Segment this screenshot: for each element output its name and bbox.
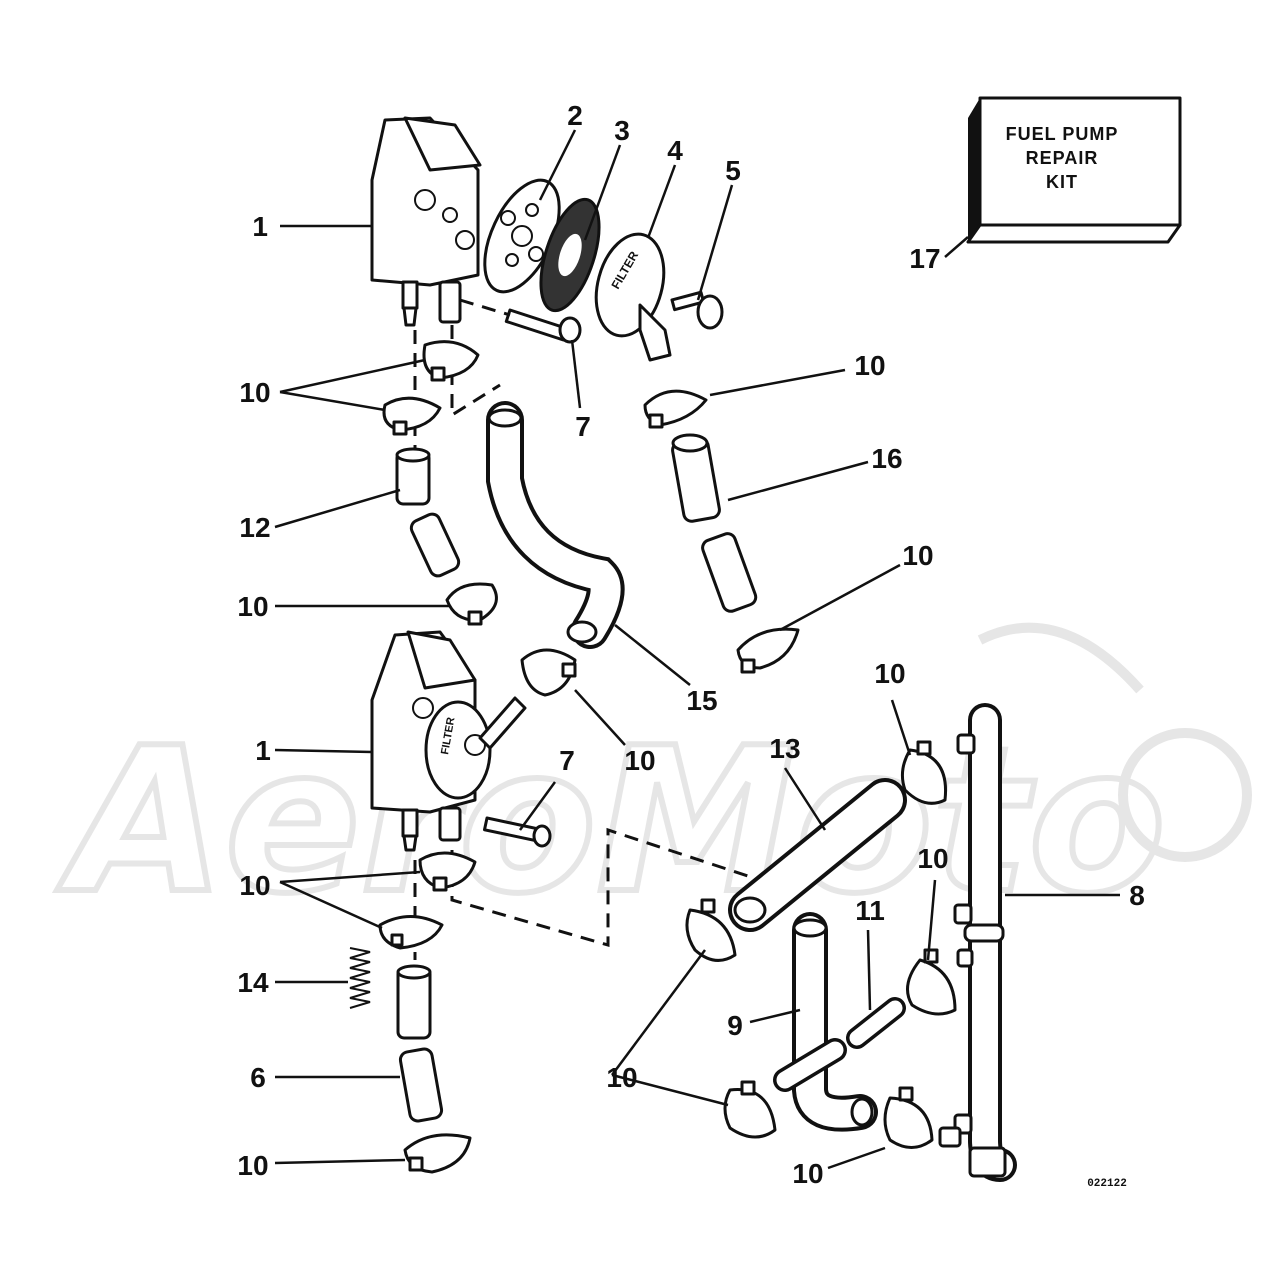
hose-15: [486, 401, 625, 649]
fuel-line-8: [938, 703, 1017, 1182]
callout-13: 13: [769, 733, 800, 764]
screw-7-bottom: [483, 816, 552, 848]
clamp-10-near-13: [685, 898, 737, 962]
hose-6: [396, 964, 444, 1123]
callout-7-top: 7: [575, 411, 591, 442]
callout-7-bottom: 7: [559, 745, 575, 776]
callout-8: 8: [1129, 880, 1145, 911]
callout-4: 4: [667, 135, 683, 166]
connector-11: [846, 997, 906, 1049]
hose-13: [728, 778, 907, 932]
callout-14: 14: [237, 967, 269, 998]
callout-3: 3: [614, 115, 630, 146]
clamp-10-d: [736, 627, 800, 674]
callout-12: 12: [239, 512, 270, 543]
callout-10-k: 10: [792, 1158, 823, 1189]
callout-1-bottom: 1: [255, 735, 271, 766]
callout-17: 17: [909, 243, 940, 274]
repair-kit-box-17: FUEL PUMP REPAIR KIT: [966, 96, 1182, 244]
kit-label-line-3: KIT: [1046, 172, 1078, 192]
leader-lines: [274, 129, 1120, 1170]
callouts: 1 2 3 4 5 17 10 7 10 16 12 10 10 15 10 1…: [237, 100, 1144, 1189]
fuel-pump-top: [370, 116, 482, 327]
clamp-10-k: [883, 1086, 934, 1149]
callout-10-c: 10: [237, 591, 268, 622]
clamp-bottom-2: [378, 915, 444, 950]
clamp-10-h: [906, 948, 957, 1016]
clamp-10-c: [445, 582, 498, 626]
callout-15: 15: [686, 685, 717, 716]
watermark: AeroMoto: [54, 622, 1252, 941]
callout-10-g: 10: [239, 870, 270, 901]
spring-14: [349, 947, 371, 1009]
callout-10-e: 10: [624, 745, 655, 776]
callout-10-a: 10: [239, 377, 270, 408]
clamp-10-j: [403, 1133, 472, 1174]
clamp-10-e: [520, 648, 577, 697]
callout-5: 5: [725, 155, 741, 186]
filter-cover-4: FILTER: [594, 232, 672, 362]
screw-5: [670, 290, 724, 330]
hose-12: [395, 447, 461, 578]
kit-label-line-2: REPAIR: [1026, 148, 1099, 168]
fuel-pump-bottom: FILTER: [370, 630, 527, 852]
callout-11: 11: [855, 895, 885, 926]
clamp-top-2: [382, 396, 442, 436]
callout-10-h: 10: [917, 843, 948, 874]
callout-10-j: 10: [237, 1150, 268, 1181]
callout-16: 16: [871, 443, 902, 474]
callout-10-d: 10: [902, 540, 933, 571]
hose-16: [671, 433, 758, 613]
callout-10-b: 10: [854, 350, 885, 381]
callout-2: 2: [567, 100, 583, 131]
clamp-10-b: [643, 389, 708, 429]
callout-1-top: 1: [252, 211, 268, 242]
clamp-top-1: [422, 340, 480, 382]
clamp-bottom-1: [418, 851, 477, 892]
clamp-10-g: [900, 740, 948, 805]
callout-9: 9: [727, 1010, 743, 1041]
clamp-10-i: [723, 1080, 777, 1139]
callout-10-i: 10: [606, 1062, 637, 1093]
kit-label-line-1: FUEL PUMP: [1006, 124, 1119, 144]
callout-6: 6: [250, 1062, 266, 1093]
filter-screen-3: [539, 197, 601, 313]
gasket-2: [483, 178, 561, 294]
callout-10-f: 10: [874, 658, 905, 689]
drawing-code: 022122: [1087, 1178, 1127, 1190]
screw-7-top: [504, 308, 582, 344]
tee-fitting-9: [773, 912, 878, 1132]
